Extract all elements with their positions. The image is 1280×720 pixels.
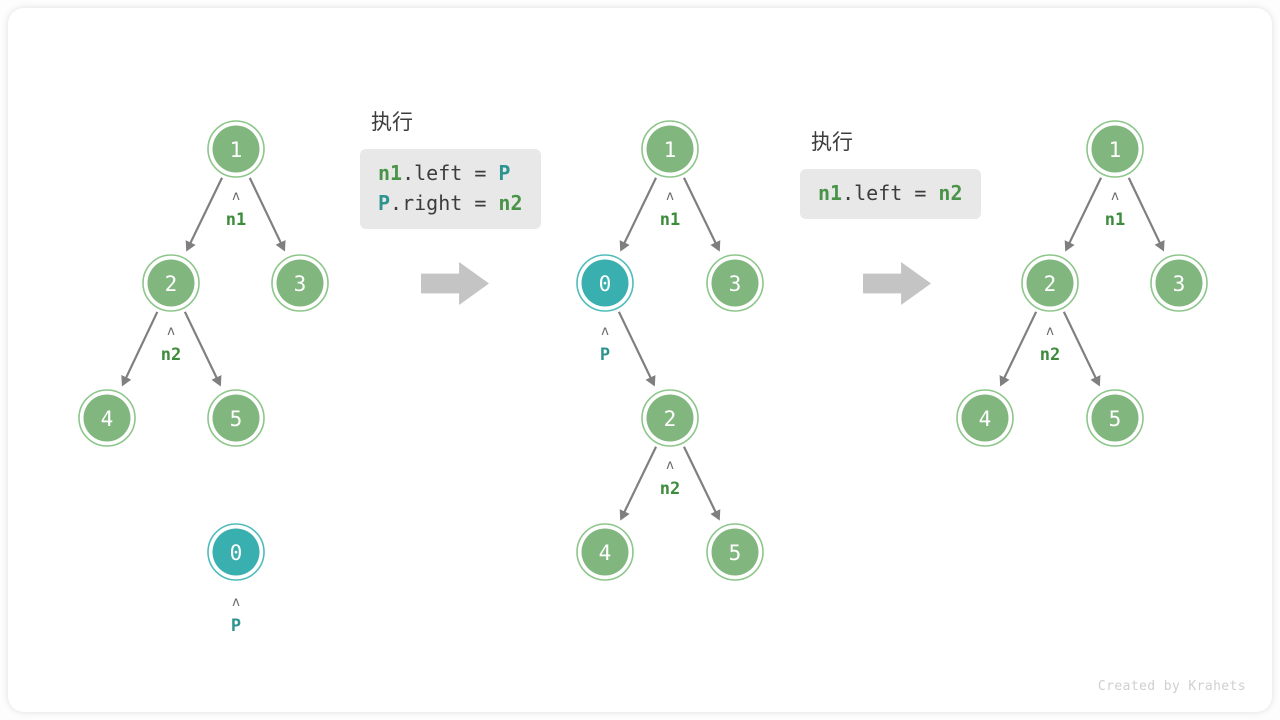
node-value: 3 — [729, 272, 742, 296]
pointer-caret-icon: ʌ — [232, 189, 240, 204]
pointer-label: P — [600, 345, 610, 365]
code-token: n2 — [498, 191, 523, 215]
tree-node: 5 — [1086, 389, 1144, 447]
code-token: .left = — [402, 161, 499, 185]
pointer-caret-icon: ʌ — [1111, 189, 1119, 204]
exec-label: 执行 — [371, 111, 413, 134]
node-value: 2 — [165, 272, 178, 296]
tree-node: 3 — [271, 254, 329, 312]
pointer-caret-icon: ʌ — [666, 189, 674, 204]
pointer-label: n1 — [226, 210, 246, 230]
tree-edge — [682, 177, 721, 252]
pointer-caret-icon: ʌ — [1046, 324, 1054, 339]
node-value: 4 — [979, 407, 992, 431]
tree-edge — [619, 177, 658, 252]
tree-node: 4 — [78, 389, 136, 447]
credit-text: Created by Krahets — [1097, 679, 1246, 694]
tree-node: 4 — [956, 389, 1014, 447]
node-value: 1 — [230, 138, 243, 162]
tree-node: 2 — [1021, 254, 1079, 312]
tree-node: 4 — [576, 523, 634, 581]
tree-node: 0 — [576, 254, 634, 312]
code-token: P — [378, 191, 391, 215]
pointer-label: n2 — [161, 345, 181, 365]
step-arrow-icon — [421, 262, 489, 305]
tree-edge — [682, 446, 721, 521]
tree-edge — [1127, 177, 1165, 252]
code-token: .left = — [842, 181, 939, 205]
node-value: 5 — [230, 407, 243, 431]
step-arrows-layer — [421, 262, 931, 305]
tree-edge — [619, 446, 658, 521]
pointer-caret-icon: ʌ — [232, 595, 240, 610]
tree-node: 1 — [207, 120, 265, 178]
node-value: 5 — [729, 541, 742, 565]
tree-edge — [999, 311, 1038, 387]
tree-edge — [1062, 311, 1101, 387]
pointer-label: n2 — [1040, 345, 1060, 365]
tree-node: 1 — [641, 120, 699, 178]
tree-edge — [248, 177, 286, 252]
nodes-layer: 1 2 3 4 5 0 1 0 3 2 4 5 1 2 3 4 5 — [78, 120, 1208, 581]
tree-node: 1 — [1086, 120, 1144, 178]
step-arrow-icon — [863, 262, 931, 305]
tree-node: 2 — [142, 254, 200, 312]
pointer-label: P — [231, 616, 241, 636]
tree-node: 3 — [706, 254, 764, 312]
tree-node: 0 — [207, 523, 265, 581]
node-value: 4 — [599, 541, 612, 565]
node-value: 3 — [294, 272, 307, 296]
code-token: n1 — [378, 161, 403, 185]
code-token: n2 — [938, 181, 963, 205]
node-value: 2 — [664, 407, 677, 431]
tree-edge — [185, 177, 224, 252]
tree-edge — [617, 311, 656, 387]
node-value: 3 — [1173, 272, 1186, 296]
node-value: 2 — [1044, 272, 1057, 296]
code-snippet-box: n1.left = n2 — [800, 169, 981, 219]
pointer-label: n1 — [660, 210, 680, 230]
code-line: P.right = n2 — [378, 188, 523, 218]
node-value: 0 — [230, 541, 243, 565]
node-value: 0 — [599, 272, 612, 296]
tree-node: 5 — [706, 523, 764, 581]
tree-node: 5 — [207, 389, 265, 447]
tree-edge — [183, 311, 222, 387]
tree-node: 3 — [1150, 254, 1208, 312]
node-value: 5 — [1109, 407, 1122, 431]
edges-layer — [121, 177, 1165, 521]
exec-label: 执行 — [811, 131, 853, 154]
code-line: n1.left = n2 — [818, 178, 963, 208]
code-token: P — [498, 161, 511, 185]
code-line: n1.left = P — [378, 158, 523, 188]
node-value: 4 — [101, 407, 114, 431]
pointer-label: n1 — [1105, 210, 1125, 230]
node-value: 1 — [664, 138, 677, 162]
tree-edge — [121, 311, 159, 387]
code-token: n1 — [818, 181, 843, 205]
pointer-caret-icon: ʌ — [666, 458, 674, 473]
code-token: .right = — [390, 191, 499, 215]
tree-edge — [1064, 177, 1103, 252]
pointer-caret-icon: ʌ — [167, 324, 175, 339]
pointer-caret-icon: ʌ — [601, 324, 609, 339]
node-value: 1 — [1109, 138, 1122, 162]
pointer-label: n2 — [660, 479, 680, 499]
tree-node: 2 — [641, 389, 699, 447]
